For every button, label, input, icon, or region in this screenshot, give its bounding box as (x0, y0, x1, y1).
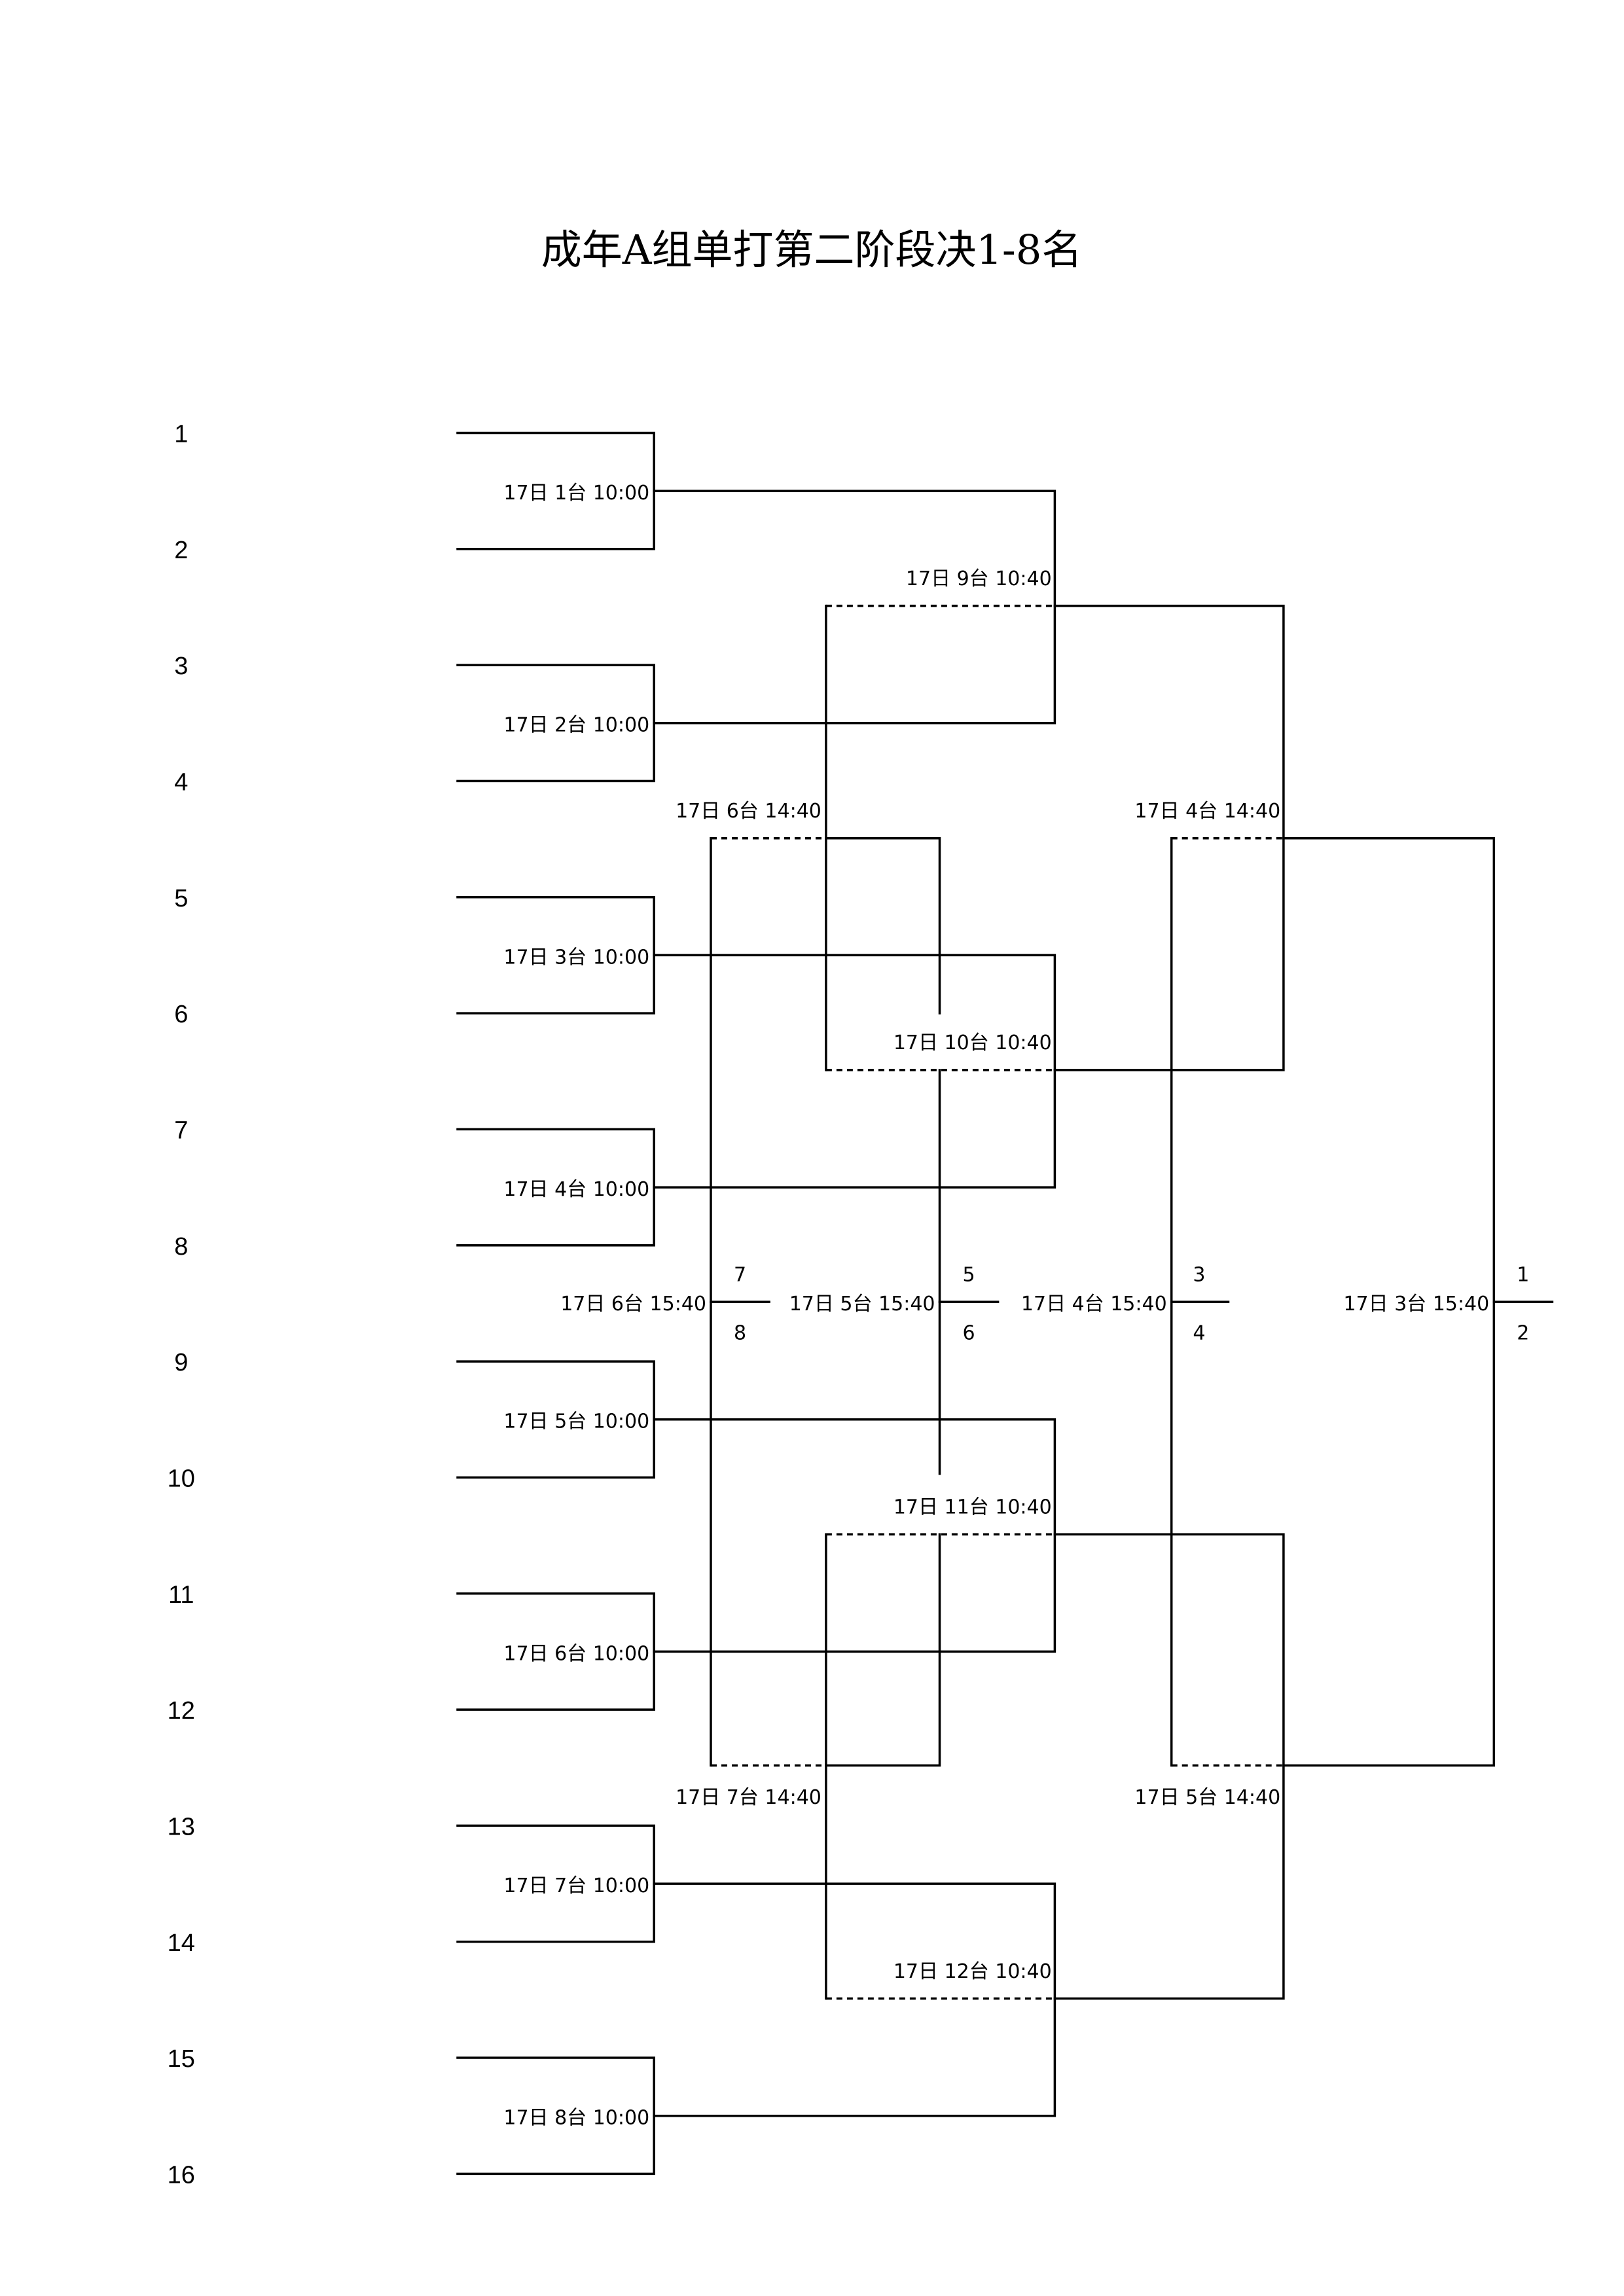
match-labels: 17日 1台 10:00 17日 2台 10:00 17日 3台 10:00 17日 … (503, 482, 1529, 2130)
consolation-match-label: 17日 7台 14:40 (676, 1786, 821, 1809)
placement-rank-bottom: 2 (1517, 1322, 1529, 1345)
seed-number-10: 10 (168, 1465, 195, 1493)
round1-match-label: 17日 6台 10:00 (503, 1642, 649, 1665)
round2-bracket (653, 1882, 1056, 2117)
round2-match-label: 17日 9台 10:40 (906, 567, 1052, 590)
seed-number-15: 15 (168, 2045, 195, 2073)
placement-rank-top: 7 (734, 1263, 746, 1286)
round2-bracket (653, 490, 1056, 725)
bracket-lines (456, 431, 1554, 2176)
seed-number-5: 5 (174, 885, 188, 912)
placement-match-label: 17日 4台 15:40 (1021, 1293, 1167, 1316)
consolation-bracket (825, 836, 941, 1014)
seed-number-1: 1 (174, 421, 188, 448)
placement-rank-bottom: 6 (963, 1322, 975, 1345)
semifinal-match-label: 17日 5台 14:40 (1134, 1786, 1280, 1809)
seed-number-4: 4 (174, 769, 188, 797)
round2-match-label: 17日 10台 10:40 (893, 1031, 1052, 1054)
round1-match-label: 17日 8台 10:00 (503, 2107, 649, 2130)
round1-match-label: 17日 3台 10:00 (503, 946, 649, 969)
round1-match-label: 17日 2台 10:00 (503, 714, 649, 737)
placement-match-label: 17日 5台 15:40 (789, 1293, 935, 1316)
placement-rank-top: 5 (963, 1263, 975, 1286)
seed-number-3: 3 (174, 653, 188, 680)
placement-match-label: 17日 6台 15:40 (560, 1293, 706, 1316)
seed-number-12: 12 (168, 1697, 195, 1725)
seed-number-11: 11 (168, 1581, 194, 1609)
seed-number-14: 14 (168, 1929, 195, 1957)
seed-number-6: 6 (174, 1001, 188, 1028)
seed-number-2: 2 (174, 537, 188, 564)
placement-rank-top: 3 (1193, 1263, 1205, 1286)
semifinal-match-label: 17日 4台 14:40 (1134, 800, 1280, 823)
consolation-bracket (825, 1533, 941, 1767)
round1-match-label: 17日 4台 10:00 (503, 1178, 649, 1201)
seed-number-7: 7 (174, 1117, 188, 1145)
page-title: 成年A组单打第二阶段决1-8名 (541, 226, 1083, 274)
round2-bracket (653, 1418, 1056, 1653)
placement-match-label: 17日 3台 15:40 (1343, 1293, 1489, 1316)
round2-match-label: 17日 12台 10:40 (893, 1960, 1052, 1983)
seed-number-8: 8 (174, 1233, 188, 1261)
round1-match-label: 17日 5台 10:00 (503, 1410, 649, 1433)
round1-match-label: 17日 1台 10:00 (503, 482, 649, 505)
round2-bracket (653, 954, 1056, 1189)
placement-rank-bottom: 4 (1193, 1322, 1205, 1345)
consolation-match-label: 17日 6台 14:40 (676, 800, 821, 823)
round1-match-label: 17日 7台 10:00 (503, 1874, 649, 1897)
seed-number-16: 16 (168, 2161, 195, 2189)
round2-match-label: 17日 11台 10:40 (893, 1496, 1052, 1519)
placement-rank-top: 1 (1517, 1263, 1529, 1286)
seed-number-9: 9 (174, 1349, 188, 1376)
seed-number-13: 13 (168, 1814, 195, 1841)
placement-rank-bottom: 8 (734, 1322, 746, 1345)
